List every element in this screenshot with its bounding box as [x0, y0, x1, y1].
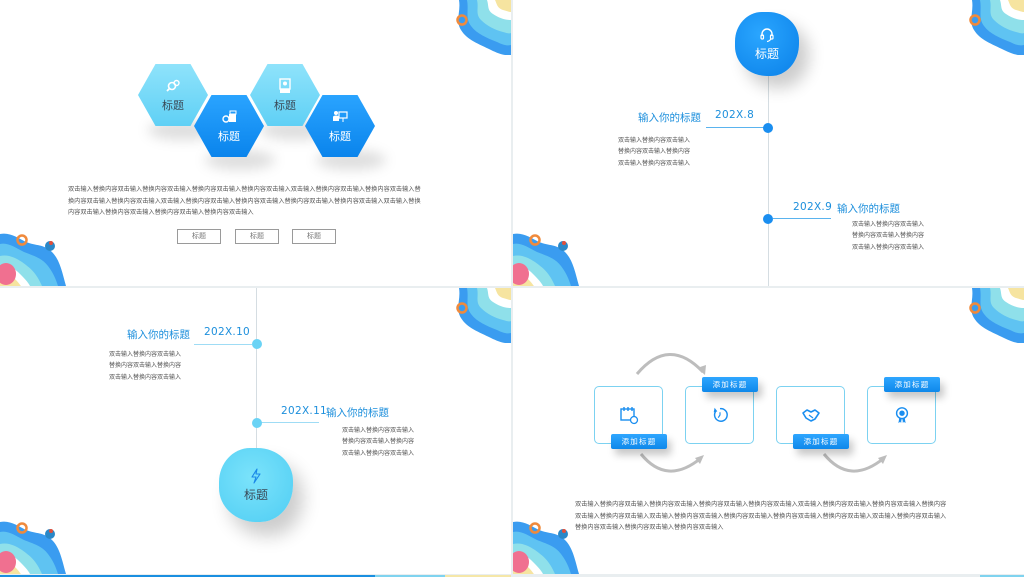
edge-stripe: [980, 575, 1024, 577]
timeline-description: 双击输入替换内容双击输入 替换内容双击输入替换内容 双击输入替换内容双击输入: [342, 425, 414, 459]
timeline-date: 202X.11: [281, 405, 328, 417]
timeline-description: 双击输入替换内容双击输入 替换内容双击输入替换内容 双击输入替换内容双击输入: [109, 349, 181, 383]
beach-wave-decoration-icon: [969, 0, 1024, 55]
description-line: 双击输入替换内容双击输入: [618, 159, 691, 167]
title-button-3[interactable]: 标题: [292, 229, 336, 244]
description-line: 双击输入替换内容双击输入: [109, 373, 182, 381]
body-paragraph: 双击输入替换内容双击输入替换内容双击输入替换内容双击输入替换内容双击输入双击输入…: [68, 184, 448, 219]
hexagon-label: 标题: [329, 129, 351, 143]
paragraph-line: 双击输入替换内容双击输入替换内容双击输入替换内容双击输入替换内容双击输入双击输入…: [575, 501, 947, 508]
description-line: 双击输入替换内容双击输入: [852, 221, 925, 228]
edge-stripe: [375, 575, 445, 577]
refresh-timer-icon: [713, 407, 728, 422]
process-step-tag[interactable]: 添加标题: [793, 434, 849, 449]
timeline-axis: [256, 288, 257, 453]
timeline-title: 输入你的标题: [326, 407, 389, 419]
header-blob-label: 标题: [754, 46, 779, 61]
paragraph-line: 换内容双击输入替换内容双击输入双击输入替换内容双击输入替换内容双击输入替换内容双…: [68, 197, 421, 205]
process-step-tag[interactable]: 添加标题: [611, 434, 667, 449]
edge-stripe: [445, 575, 511, 577]
footer-blob-label: 标题: [243, 487, 268, 502]
timeline-connector: [773, 218, 831, 219]
next-slide-row-edge: [0, 575, 1024, 577]
hexagon-item-2[interactable]: 标题: [194, 95, 264, 157]
timeline-connector: [261, 422, 319, 423]
process-step-tag[interactable]: 添加标题: [884, 377, 940, 392]
arrow-arc-icon: [822, 453, 887, 473]
timeline-axis: [768, 70, 769, 286]
description-line: 替换内容双击输入替换内容: [618, 148, 691, 156]
hexagon-label: 标题: [274, 98, 296, 112]
header-blob[interactable]: 标题: [735, 12, 799, 76]
paragraph-line: 双击输入替换内容双击输入双击输入替换内容双击输入替换内容双击输入替换内容双击输入…: [575, 512, 947, 520]
timeline-description: 双击输入替换内容双击输入 替换内容双击输入替换内容 双击输入替换内容双击输入: [618, 135, 690, 169]
portrait-frame-icon: [279, 77, 291, 93]
edge-stripe: [0, 575, 375, 577]
beach-wave-decoration-icon: [456, 0, 511, 55]
arrow-arc-icon: [635, 353, 706, 375]
title-button-2[interactable]: 标题: [235, 229, 279, 244]
description-line: 双击输入替换内容双击输入: [109, 351, 182, 358]
timeline-date: 202X.8: [715, 109, 755, 121]
process-step-2[interactable]: [685, 386, 754, 444]
timeline-dot[interactable]: [763, 214, 773, 224]
timeline-title: 输入你的标题: [127, 329, 190, 341]
description-line: 替换内容双击输入替换内容: [852, 232, 925, 240]
timeline-date: 202X.9: [793, 201, 833, 213]
timeline-dot[interactable]: [252, 418, 262, 428]
slide-hexagons[interactable]: 标题 标题 标题 标题 双击输入替换内容双击输入替换内容双击输入替换内容双击输入…: [0, 0, 511, 286]
lightning-icon: [251, 467, 261, 484]
award-badge-icon: [895, 407, 908, 424]
timeline-connector: [706, 127, 764, 128]
slide-timeline-bottom[interactable]: 输入你的标题 202X.10 双击输入替换内容双击输入 替换内容双击输入替换内容…: [0, 288, 511, 574]
timeline-title: 输入你的标题: [638, 112, 701, 124]
beach-wave-decoration-icon: [969, 288, 1024, 343]
paragraph-line: 双击输入替换内容双击输入替换内容双击输入替换内容双击输入替换内容双击输入双击输入…: [68, 186, 421, 193]
headset-icon: [760, 27, 774, 42]
hexagon-item-3[interactable]: 标题: [250, 64, 320, 126]
body-paragraph: 双击输入替换内容双击输入替换内容双击输入替换内容双击输入替换内容双击输入双击输入…: [575, 499, 965, 534]
slide-timeline-top[interactable]: 标题 输入你的标题 202X.8 双击输入替换内容双击输入 替换内容双击输入替换…: [513, 0, 1024, 286]
handshake-icon: [801, 409, 820, 422]
timeline-date: 202X.10: [204, 326, 251, 338]
description-line: 双击输入替换内容双击输入: [342, 427, 415, 434]
timeline-dot[interactable]: [252, 339, 262, 349]
slide-process-steps[interactable]: 添加标题 添加标题 添加标题 添加标题 双击输入替换内容双击输入替换内容双击输入…: [513, 288, 1024, 574]
process-step-tag[interactable]: 添加标题: [702, 377, 758, 392]
beach-wave-decoration-icon: [513, 520, 581, 574]
paragraph-line: 内容双击输入替换内容双击输入替换内容双击输入替换内容双击输入: [68, 209, 254, 216]
beach-wave-decoration-icon: [456, 288, 511, 343]
beach-wave-decoration-icon: [0, 520, 68, 574]
beach-wave-decoration-icon: [0, 232, 68, 286]
description-line: 替换内容双击输入替换内容: [342, 438, 415, 446]
timeline-title: 输入你的标题: [837, 203, 900, 215]
description-line: 双击输入替换内容双击输入: [852, 243, 925, 251]
timeline-dot[interactable]: [763, 123, 773, 133]
timeline-connector: [194, 344, 252, 345]
description-line: 替换内容双击输入替换内容: [109, 362, 182, 370]
hexagon-item-4[interactable]: 标题: [305, 95, 375, 157]
calendar-clock-icon: [619, 407, 638, 425]
description-line: 双击输入替换内容双击输入: [618, 137, 691, 144]
hexagon-item-1[interactable]: 标题: [138, 64, 208, 126]
process-step-4[interactable]: [867, 386, 936, 444]
camera-box-icon: [222, 110, 237, 123]
title-button-1[interactable]: 标题: [177, 229, 221, 244]
hexagon-label: 标题: [218, 129, 240, 143]
paragraph-line: 替换内容双击输入替换内容双击输入替换内容双击输入: [575, 524, 724, 531]
beach-wave-decoration-icon: [513, 232, 581, 286]
hexagon-label: 标题: [162, 98, 184, 112]
description-line: 双击输入替换内容双击输入: [342, 449, 415, 457]
arrow-arc-icon: [639, 453, 704, 473]
presenter-board-icon: [333, 110, 348, 122]
timeline-description: 双击输入替换内容双击输入 替换内容双击输入替换内容 双击输入替换内容双击输入: [852, 219, 924, 253]
gear-search-icon: [166, 79, 180, 92]
footer-blob[interactable]: 标题: [219, 448, 293, 522]
